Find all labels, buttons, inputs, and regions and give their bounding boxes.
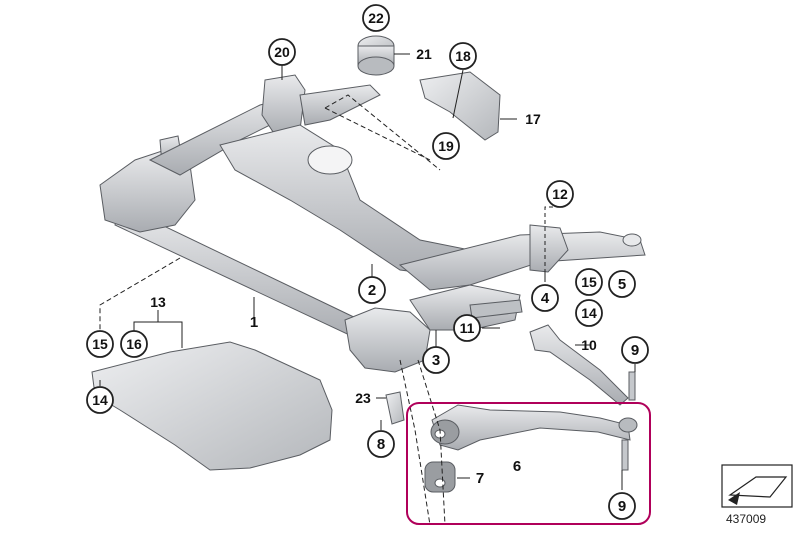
callout-circle <box>608 270 636 298</box>
callout-circle <box>621 336 649 364</box>
callout-9: 9 <box>621 336 649 364</box>
callout-circle <box>453 314 481 342</box>
callout-9: 9 <box>608 492 636 520</box>
callout-circle <box>362 4 390 32</box>
callout-8: 8 <box>367 430 395 458</box>
callout-circle <box>432 132 460 160</box>
callout-5: 5 <box>608 270 636 298</box>
callout-label: 17 <box>525 111 541 127</box>
callout-label: 14 <box>581 305 597 321</box>
callout-4: 4 <box>531 284 559 312</box>
bushing-bottom <box>357 56 395 76</box>
callout-14: 14 <box>86 386 114 414</box>
document-symbol <box>721 464 793 508</box>
callout-label: 9 <box>618 498 626 515</box>
callout-label: 21 <box>416 46 432 62</box>
callout-label: 4 <box>541 290 550 307</box>
callout-15: 15 <box>86 330 114 358</box>
callout-label: 12 <box>552 186 568 202</box>
callout-11: 11 <box>453 314 481 342</box>
callout-circle <box>367 430 395 458</box>
ball-joint-pin-lower <box>621 439 629 471</box>
callout-14: 14 <box>575 299 603 327</box>
lower-bracket <box>344 307 431 373</box>
upper-rail <box>299 84 381 126</box>
small-parts <box>91 35 642 493</box>
callout-label: 7 <box>476 470 484 487</box>
right-mount <box>529 224 569 273</box>
callout-circle <box>546 180 574 208</box>
bushing-7-hole <box>434 478 446 488</box>
callout-2: 2 <box>358 276 386 304</box>
shield-bracket <box>419 71 501 141</box>
callout-12: 12 <box>546 180 574 208</box>
callout-label: 11 <box>460 320 475 336</box>
callout-3: 3 <box>422 346 450 374</box>
callout-label: 1 <box>250 314 258 331</box>
callout-label: 14 <box>92 392 108 408</box>
callout-circle <box>268 38 296 66</box>
callout-10: 10 <box>581 337 597 353</box>
callout-21: 21 <box>416 46 432 62</box>
callout-label: 9 <box>631 342 639 359</box>
callout-17: 17 <box>525 111 541 127</box>
callout-circle <box>422 346 450 374</box>
callout-label: 3 <box>432 352 440 369</box>
callout-circle <box>86 330 114 358</box>
callout-18: 18 <box>449 42 477 70</box>
callout-circle <box>86 386 114 414</box>
callout-circle <box>358 276 386 304</box>
wishbone <box>431 404 631 451</box>
document-number: 437009 <box>726 512 767 526</box>
highlight-box <box>406 402 651 525</box>
callout-label: 13 <box>150 294 166 310</box>
callout-label: 23 <box>355 390 371 406</box>
ball-joint-head <box>618 417 638 433</box>
callout-19: 19 <box>432 132 460 160</box>
callout-label: 20 <box>274 44 290 60</box>
callout-22: 22 <box>362 4 390 32</box>
front-axle-carrier <box>99 74 646 373</box>
callout-6: 6 <box>513 458 521 475</box>
leader-lines <box>99 53 636 526</box>
clip-8 <box>385 391 405 425</box>
callout-label: 8 <box>377 436 385 453</box>
callout-label: 16 <box>126 336 142 352</box>
callout-13: 13 <box>150 294 166 310</box>
strut-tube <box>469 299 523 319</box>
underbody-shield <box>91 341 333 471</box>
callout-label: 15 <box>581 274 597 290</box>
front-crossmember <box>409 284 521 331</box>
callout-label: 18 <box>455 48 471 64</box>
cap-5 <box>622 233 642 247</box>
right-rail <box>398 231 646 291</box>
callout-15: 15 <box>575 268 603 296</box>
callout-label: 15 <box>92 336 108 352</box>
tension-strut <box>529 324 629 406</box>
callout-label: 2 <box>368 282 376 299</box>
callout-7: 7 <box>476 470 484 487</box>
callout-circle <box>575 299 603 327</box>
callout-20: 20 <box>268 38 296 66</box>
frame-opening <box>307 145 353 175</box>
callout-label: 19 <box>438 138 454 154</box>
bushing-7 <box>424 461 456 493</box>
callout-label: 22 <box>368 10 384 26</box>
callout-group: 20 22 21 18 17 19 12 2 15 5 4 14 13 1 15 16 11 10 9 3 14 23 8 6… <box>86 4 649 520</box>
callout-circle <box>449 42 477 70</box>
callout-circle <box>531 284 559 312</box>
callout-circle <box>120 330 148 358</box>
callout-16: 16 <box>120 330 148 358</box>
callout-label: 6 <box>513 458 521 475</box>
callout-circle <box>575 268 603 296</box>
callout-23: 23 <box>355 390 371 406</box>
callout-label: 10 <box>581 337 597 353</box>
callout-circle <box>608 492 636 520</box>
ball-joint-pin-upper <box>628 371 636 401</box>
callout-label: 5 <box>618 276 626 293</box>
callout-1: 1 <box>250 314 258 331</box>
